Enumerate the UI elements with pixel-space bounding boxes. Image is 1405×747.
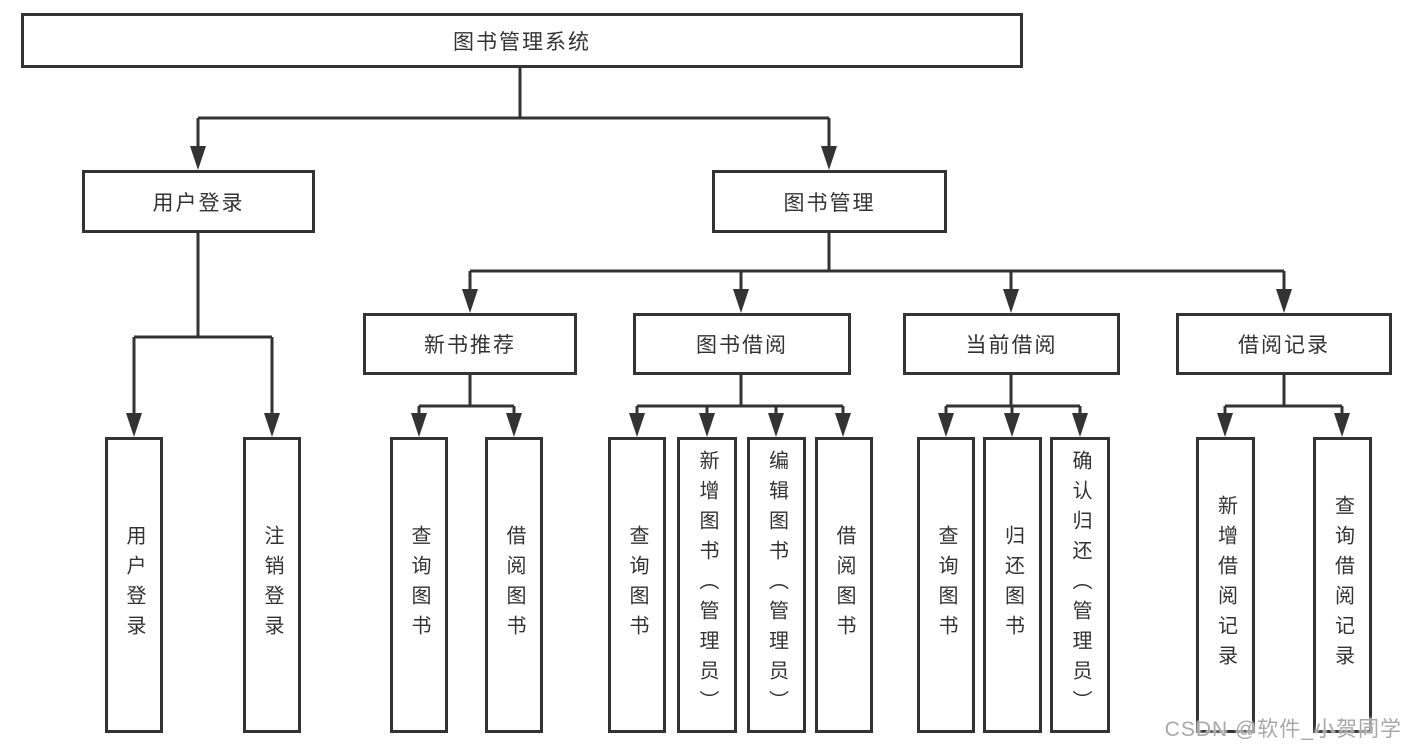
- node-leaf-add-book-label: 新增图书（管理员）: [696, 450, 718, 720]
- node-leaf-confirm-return-label: 确认归还（管理员）: [1069, 450, 1091, 720]
- node-leaf-query-book-rec-label: 查询图书: [408, 525, 430, 645]
- connector-newbookrec-group: [417, 373, 516, 420]
- node-leaf-edit-book: 编辑图书（管理员）: [747, 437, 806, 733]
- node-leaf-logout: 注销登录: [243, 437, 301, 733]
- node-borrow-record-label: 借阅记录: [1238, 334, 1330, 357]
- node-root: 图书管理系统: [21, 13, 1023, 68]
- node-leaf-query-book-rec: 查询图书: [390, 437, 448, 733]
- arrowhead-down-icon: [462, 289, 478, 313]
- node-leaf-add-book: 新增图书（管理员）: [677, 437, 737, 733]
- node-user-login-label: 用户登录: [152, 191, 245, 215]
- node-leaf-add-record: 新增借阅记录: [1196, 437, 1255, 733]
- node-root-label: 图书管理系统: [453, 30, 591, 54]
- node-leaf-edit-book-label: 编辑图书（管理员）: [765, 450, 788, 720]
- arrowhead-down-icon: [1072, 413, 1088, 437]
- node-leaf-query-book-borrow-label: 查询图书: [626, 525, 648, 645]
- arrowhead-down-icon: [190, 146, 206, 170]
- node-leaf-borrow-book-rec-label: 借阅图书: [503, 525, 525, 645]
- node-leaf-user-login: 用户登录: [105, 437, 163, 733]
- node-leaf-logout-label: 注销登录: [261, 525, 283, 645]
- arrowhead-down-icon: [1003, 289, 1019, 313]
- arrowhead-down-icon: [938, 413, 954, 437]
- arrowhead-down-icon: [768, 413, 784, 437]
- node-leaf-return-book-label: 归还图书: [1001, 525, 1024, 645]
- node-new-book-rec-label: 新书推荐: [424, 334, 516, 357]
- connector-userlogin-group: [132, 231, 274, 420]
- arrowhead-down-icon: [1004, 413, 1020, 437]
- arrowhead-down-icon: [506, 413, 522, 437]
- connector-bookborrow-group: [635, 373, 845, 420]
- node-book-borrow: 图书借阅: [633, 313, 851, 375]
- arrowhead-down-icon: [264, 413, 280, 437]
- node-book-mgmt-label: 图书管理: [783, 191, 876, 215]
- node-leaf-query-book-borrow: 查询图书: [608, 437, 666, 733]
- node-book-mgmt: 图书管理: [712, 170, 947, 233]
- arrowhead-down-icon: [821, 146, 837, 170]
- node-leaf-return-book: 归还图书: [983, 437, 1042, 733]
- node-leaf-query-book-current: 查询图书: [917, 437, 975, 733]
- connector-bookmgmt-to-level3: [468, 231, 1286, 296]
- node-leaf-query-book-current-label: 查询图书: [935, 525, 957, 645]
- node-user-login: 用户登录: [82, 170, 315, 233]
- node-leaf-confirm-return: 确认归还（管理员）: [1050, 437, 1110, 733]
- node-book-borrow-label: 图书借阅: [696, 334, 788, 357]
- node-current-borrow: 当前借阅: [903, 313, 1120, 375]
- connector-currentborrow-group: [944, 373, 1082, 420]
- arrowhead-down-icon: [411, 413, 427, 437]
- node-leaf-query-record-label: 查询借阅记录: [1331, 495, 1354, 675]
- arrowhead-down-icon: [835, 413, 851, 437]
- node-leaf-user-login-label: 用户登录: [123, 525, 145, 645]
- node-leaf-borrow-book-label: 借阅图书: [833, 525, 855, 645]
- arrowhead-down-icon: [1276, 289, 1292, 313]
- node-leaf-query-record: 查询借阅记录: [1313, 437, 1372, 733]
- node-current-borrow-label: 当前借阅: [965, 334, 1058, 357]
- arrowhead-down-icon: [126, 413, 142, 437]
- node-leaf-borrow-book-rec: 借阅图书: [485, 437, 543, 733]
- arrowhead-down-icon: [733, 289, 749, 313]
- arrowhead-down-icon: [699, 413, 715, 437]
- node-leaf-add-record-label: 新增借阅记录: [1214, 495, 1237, 675]
- arrowhead-down-icon: [629, 413, 645, 437]
- arrowhead-down-icon: [1217, 413, 1233, 437]
- arrowhead-down-icon: [1334, 413, 1350, 437]
- csdn-watermark: CSDN @软件_小贺同学: [1164, 718, 1402, 741]
- node-new-book-rec: 新书推荐: [363, 313, 577, 375]
- node-borrow-record: 借阅记录: [1176, 313, 1392, 375]
- connector-root-to-level2: [196, 66, 831, 153]
- connector-borrowrecord-group: [1223, 373, 1344, 420]
- node-leaf-borrow-book: 借阅图书: [815, 437, 873, 733]
